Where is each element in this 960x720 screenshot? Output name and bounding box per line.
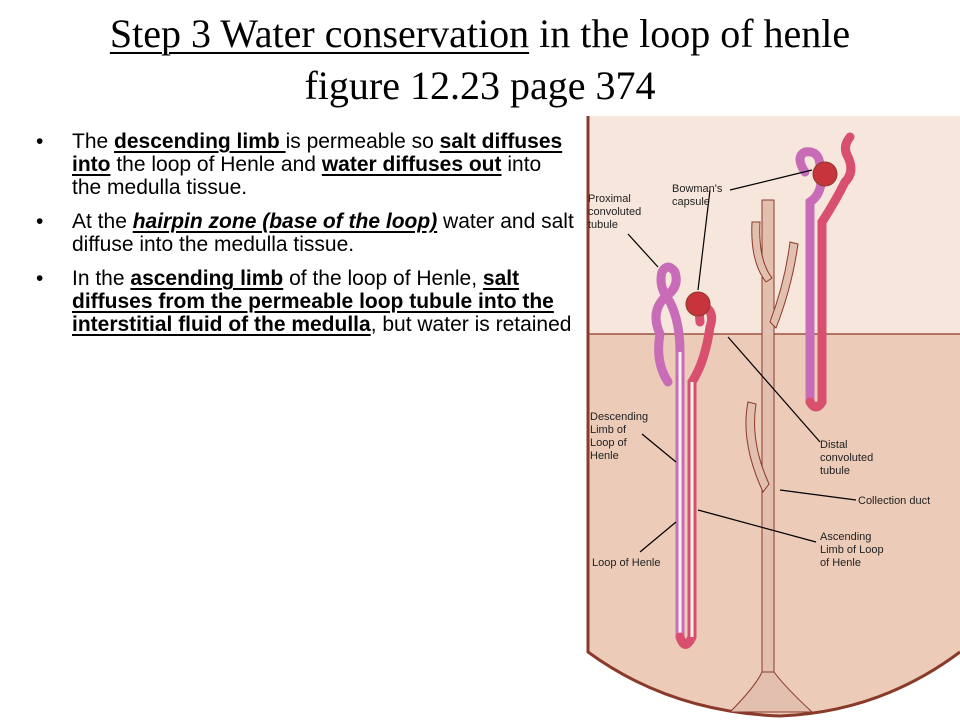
arrow-collection bbox=[779, 489, 857, 501]
bullet-dot: • bbox=[36, 210, 44, 233]
arrow-proximal bbox=[627, 233, 659, 268]
nephron-right bbox=[795, 132, 856, 412]
bullet-text: At the bbox=[72, 210, 133, 233]
bullet-text: In the bbox=[72, 267, 131, 290]
label-line: convoluted bbox=[820, 452, 873, 464]
bullet-text: salt diffuses into bbox=[72, 130, 563, 176]
label-line: Loop of bbox=[590, 437, 628, 449]
nephron-left bbox=[651, 262, 717, 649]
slide-title: Step 3 Water conservation in the loop of… bbox=[0, 8, 960, 112]
bullet-text: ascending limb bbox=[130, 267, 284, 290]
bullet-item: • The descending limb is permeable so sal… bbox=[36, 130, 576, 199]
label-arrows bbox=[627, 169, 857, 553]
arrow-ascending bbox=[697, 509, 817, 543]
descending-limb-right bbox=[795, 147, 826, 407]
arrow-bowman-left bbox=[697, 189, 711, 291]
duct-branch-upper bbox=[751, 221, 773, 283]
bullet-text: descending limb bbox=[114, 130, 286, 153]
label-line: Loop of Henle bbox=[592, 557, 661, 569]
label-line: Bowman's bbox=[672, 183, 723, 195]
title-rest: in the loop of henle bbox=[529, 11, 851, 56]
duct-base bbox=[728, 671, 814, 713]
title-line-2: figure 12.23 page 374 bbox=[304, 63, 656, 108]
label-line: convoluted bbox=[588, 206, 641, 218]
bullet-text: into the medulla tissue. bbox=[72, 153, 542, 199]
bullet-dot: • bbox=[36, 267, 44, 290]
label-line: Proximal bbox=[588, 193, 631, 205]
bullet-item: •At the hairpin zone (base of the loop) … bbox=[36, 210, 576, 256]
bullet-text: hairpin zone (base of the loop) bbox=[132, 210, 438, 233]
label-line: Ascending bbox=[820, 531, 871, 543]
arrow-loop bbox=[639, 521, 677, 553]
bowmans-capsule-right bbox=[812, 161, 838, 187]
title-line-1: Step 3 Water conservation in the loop of… bbox=[0, 8, 960, 60]
duct-branch-left bbox=[745, 401, 770, 493]
title-underlined: Step 3 Water conservation bbox=[109, 11, 530, 56]
duct-branch-right bbox=[769, 241, 799, 329]
label-collection: Collection duct bbox=[858, 495, 930, 507]
bullet-text: , but water is retained bbox=[370, 313, 572, 336]
bullet-text: of the loop of Henle, bbox=[283, 267, 483, 290]
label-line: Descending bbox=[590, 411, 648, 423]
arrow-distal bbox=[727, 336, 821, 443]
label-line: Limb of bbox=[590, 424, 627, 436]
label-line: Limb of Loop bbox=[820, 544, 884, 556]
bullet-text: water diffuses out bbox=[321, 153, 502, 176]
bowmans-capsule-left bbox=[685, 291, 711, 317]
kidney-outline bbox=[586, 116, 960, 718]
bullet-text: salt diffuses from the permeable loop tu… bbox=[72, 267, 554, 336]
descending-limb-left bbox=[651, 262, 685, 642]
label-line: Henle bbox=[590, 450, 619, 462]
ascending-limb-right bbox=[805, 132, 856, 412]
bullet-text: water and salt diffuse into the medulla … bbox=[72, 210, 574, 256]
label-loop: Loop of Henle bbox=[592, 557, 661, 569]
bullet-text: is permeable so bbox=[285, 130, 440, 153]
bullet-list: • The descending limb is permeable so sal… bbox=[36, 130, 576, 347]
label-line: Collection duct bbox=[858, 495, 930, 507]
label-line: tubule bbox=[588, 219, 618, 231]
collecting-duct bbox=[728, 199, 814, 713]
label-line: of Henle bbox=[820, 557, 861, 569]
bullet-dot: • bbox=[36, 130, 44, 153]
label-line: Distal bbox=[820, 439, 848, 451]
bullet-text: The bbox=[72, 130, 115, 153]
bullet-text: the loop of Henle and bbox=[110, 153, 322, 176]
label-line: capsule bbox=[672, 196, 710, 208]
arrow-bowman-right bbox=[729, 169, 813, 191]
arrow-descending bbox=[641, 433, 677, 463]
label-line: tubule bbox=[820, 465, 850, 477]
bullet-item: • In the ascending limb of the loop of He… bbox=[36, 267, 576, 336]
